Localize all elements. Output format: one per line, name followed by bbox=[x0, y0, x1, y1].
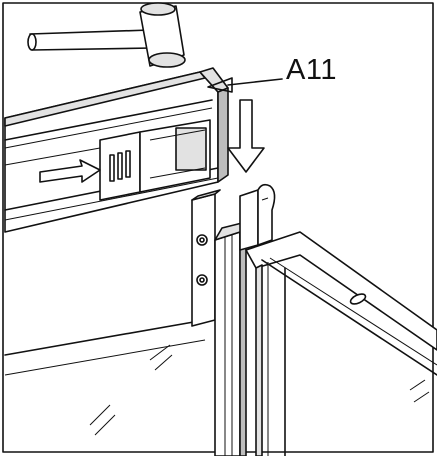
post-connector bbox=[239, 183, 276, 251]
top-rail-profile bbox=[4, 67, 229, 233]
glass-pane-left bbox=[4, 319, 206, 436]
arrow-right-icon bbox=[39, 159, 101, 183]
vertical-post bbox=[191, 189, 247, 456]
hammer-icon bbox=[27, 2, 186, 68]
callout-label: A11 bbox=[286, 54, 337, 86]
arrow-down-icon bbox=[227, 99, 265, 173]
glass-door-frame bbox=[245, 231, 437, 456]
rail-clip bbox=[99, 119, 211, 201]
callout-leader bbox=[207, 77, 283, 93]
